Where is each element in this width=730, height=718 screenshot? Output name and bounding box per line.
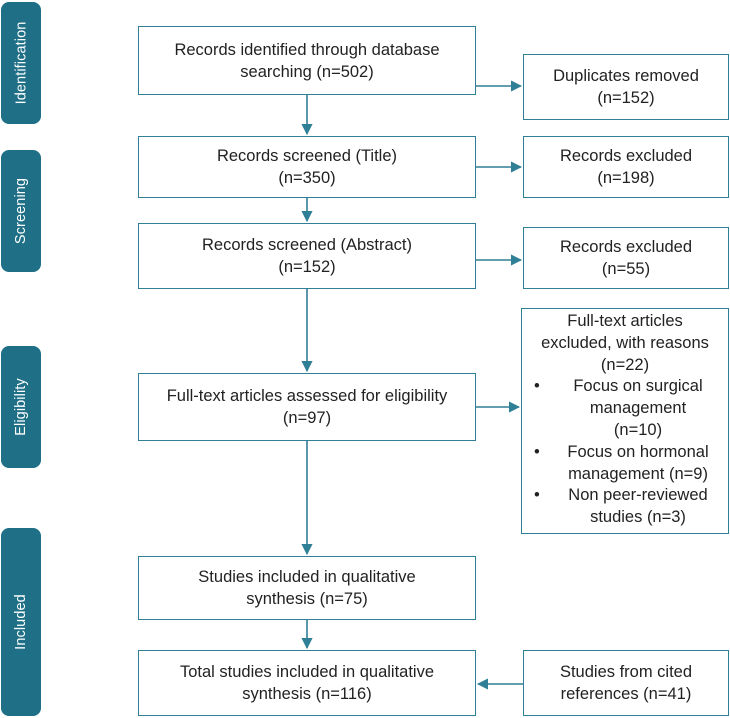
bullet-icon: •	[534, 486, 540, 505]
box-fulltext-excluded-heading-2: excluded, with reasons	[541, 333, 709, 352]
box-records-excluded-abstract-line-2: (n=55)	[601, 260, 651, 278]
exclusion-reason-non-peer-reviewed: • Non peer-reviewed studies (n=3)	[524, 485, 726, 529]
phase-identification: Identification	[1, 2, 41, 124]
box-records-excluded-title-line-1: Records excluded	[559, 147, 693, 165]
box-records-screened-abstract-line-2: (n=152)	[278, 258, 336, 276]
box-records-excluded-title-line-2: (n=198)	[597, 169, 655, 187]
exclusion-reason-surgical-line-2: management	[589, 399, 687, 418]
box-records-excluded-abstract-line-1: Records excluded	[559, 238, 693, 256]
exclusion-reason-surgical-line-3: (n=10)	[613, 420, 663, 439]
box-total-studies-line-2: synthesis (n=116)	[242, 685, 372, 703]
box-records-screened-title-line-1: Records screened (Title)	[216, 147, 398, 165]
exclusion-reason-hormonal-line-1: Focus on hormonal	[567, 442, 709, 461]
box-cited-references-line-2: references (n=41)	[560, 685, 692, 703]
box-records-identified-line-2: searching (n=502)	[240, 62, 374, 81]
phase-identification-label: Identification	[13, 21, 30, 105]
box-records-identified-line-1: Records identified through database	[174, 40, 440, 59]
box-qualitative-synthesis: Studies included in qualitative synthesi…	[138, 556, 476, 620]
phase-screening-label: Screening	[13, 177, 30, 245]
box-qualitative-synthesis-line-2: synthesis (n=75)	[246, 590, 368, 608]
box-records-screened-abstract: Records screened (Abstract) (n=152)	[138, 223, 476, 289]
box-records-screened-abstract-line-1: Records screened (Abstract)	[202, 236, 412, 254]
box-total-studies-line-1: Total studies included in qualitative	[179, 663, 435, 681]
box-duplicates-removed: Duplicates removed (n=152)	[523, 54, 729, 120]
exclusion-reason-surgical-line-1: Focus on surgical	[573, 377, 703, 396]
bullet-icon: •	[534, 442, 540, 461]
exclusion-reason-non-peer-reviewed-line-2: studies (n=3)	[590, 508, 686, 527]
box-qualitative-synthesis-line-1: Studies included in qualitative	[198, 568, 416, 586]
exclusion-reason-non-peer-reviewed-line-1: Non peer-reviewed	[568, 486, 708, 505]
box-records-identified: Records identified through database sear…	[138, 26, 476, 95]
box-fulltext-excluded-heading-1: Full-text articles	[567, 312, 683, 330]
box-cited-references: Studies from cited references (n=41)	[523, 650, 729, 716]
box-fulltext-assessed-line-1: Full-text articles assessed for eligibil…	[166, 387, 448, 405]
exclusion-reasons-list: • Focus on surgical management (n=10) • …	[524, 376, 726, 529]
phase-included-label: Included	[13, 594, 29, 650]
box-records-excluded-abstract: Records excluded (n=55)	[523, 227, 729, 289]
exclusion-reason-hormonal: • Focus on hormonal management (n=9)	[524, 442, 726, 486]
box-fulltext-excluded: Full-text articles excluded, with reason…	[521, 308, 729, 534]
box-records-screened-title: Records screened (Title) (n=350)	[138, 136, 476, 198]
phase-eligibility: Eligibility	[1, 346, 41, 468]
box-records-screened-title-line-2: (n=350)	[278, 169, 336, 187]
phase-eligibility-label: Eligibility	[13, 378, 30, 436]
box-fulltext-excluded-heading-3: (n=22)	[600, 355, 650, 374]
box-duplicates-removed-line-2: (n=152)	[597, 89, 655, 107]
exclusion-reason-surgical: • Focus on surgical management (n=10)	[524, 376, 726, 441]
phase-screening: Screening	[1, 150, 41, 272]
box-total-studies: Total studies included in qualitative sy…	[138, 650, 476, 716]
box-cited-references-line-1: Studies from cited	[559, 663, 693, 681]
box-records-excluded-title: Records excluded (n=198)	[523, 136, 729, 198]
box-duplicates-removed-line-1: Duplicates removed	[553, 67, 699, 85]
phase-included: Included	[1, 528, 41, 716]
exclusion-reason-hormonal-line-2: management (n=9)	[568, 464, 708, 483]
bullet-icon: •	[534, 377, 540, 396]
box-fulltext-assessed: Full-text articles assessed for eligibil…	[138, 373, 476, 441]
box-fulltext-assessed-line-2: (n=97)	[282, 409, 332, 427]
